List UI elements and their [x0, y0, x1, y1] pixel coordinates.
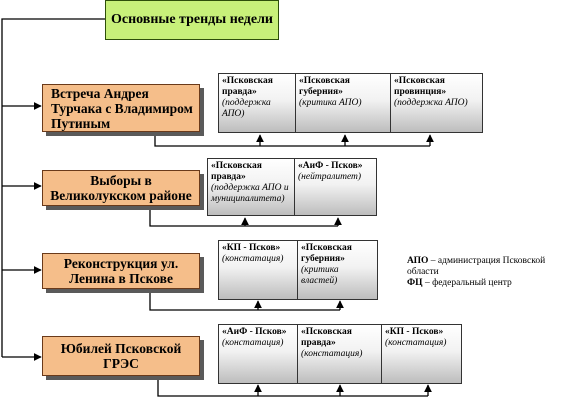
legend-abbr: АПО — [407, 256, 429, 266]
source-cell: «КП - Псков» (констатация) — [381, 325, 461, 383]
source-name: «АиФ - Псков» — [222, 327, 287, 337]
source-name: «КП - Псков» — [222, 243, 281, 253]
source-row-4: «АиФ - Псков» (констатация) «Псковская п… — [218, 324, 462, 384]
source-note: (поддержка АПО) — [222, 98, 271, 119]
legend-item: АПО – администрация Псковской области — [407, 256, 557, 278]
source-name: «Псковская правда» — [222, 76, 273, 97]
source-row-3: «КП - Псков» (констатация) «Псковская гу… — [218, 240, 378, 300]
source-cell: «Псковская губерния» (критика АПО) — [295, 74, 390, 132]
source-cell: «Псковская провинция» (поддержка АПО) — [390, 74, 482, 132]
source-note: (критика АПО) — [299, 98, 362, 108]
source-name: «АиФ - Псков» — [298, 161, 363, 171]
source-note: (констатация) — [385, 338, 447, 348]
source-name: «Псковская правда» — [211, 161, 262, 182]
source-name: «Псковская провинция» — [394, 76, 447, 97]
legend: АПО – администрация Псковской области ФЦ… — [407, 256, 557, 289]
source-row-2: «Псковская правда» (поддержка АПО и муни… — [207, 158, 377, 216]
topic-box-2: Выборы в Великолукском районе — [42, 170, 200, 206]
source-note: (поддержка АПО) — [394, 98, 468, 108]
source-cell: «КП - Псков» (констатация) — [219, 241, 297, 299]
source-name: «Псковская губерния» — [299, 76, 350, 97]
source-row-1: «Псковская правда» (поддержка АПО) «Пско… — [218, 73, 483, 133]
source-note: (нейтралитет) — [298, 172, 362, 182]
source-note: (поддержка АПО и муниципалитета) — [211, 183, 289, 204]
diagram-title: Основные тренды недели — [105, 0, 279, 40]
legend-abbr: ФЦ — [407, 278, 423, 288]
legend-text: – федеральный центр — [422, 278, 512, 288]
source-note: (критика властей) — [301, 265, 339, 286]
source-note: (констатация) — [222, 254, 284, 264]
source-name: «КП - Псков» — [385, 327, 444, 337]
source-note: (констатация) — [222, 338, 284, 348]
source-name: «Псковская губерния» — [301, 243, 352, 264]
source-note: (констатация) — [301, 349, 363, 359]
source-cell: «АиФ - Псков» (констатация) — [219, 325, 297, 383]
topic-box-1: Встреча Андрея Турчака с Владимиром Пути… — [42, 84, 200, 132]
topic-box-3: Реконструкция ул. Ленина в Пскове — [42, 253, 200, 289]
source-cell: «Псковская правда» (поддержка АПО и муни… — [208, 159, 294, 215]
source-name: «Псковская правда» — [301, 327, 352, 348]
source-cell: «АиФ - Псков» (нейтралитет) — [294, 159, 376, 215]
source-cell: «Псковская правда» (поддержка АПО) — [219, 74, 295, 132]
topic-box-4: Юбилей Псковской ГРЭС — [42, 336, 200, 376]
source-cell: «Псковская правда» (констатация) — [297, 325, 381, 383]
legend-item: ФЦ – федеральный центр — [407, 278, 557, 289]
legend-text: – администрация Псковской области — [407, 256, 546, 277]
source-cell: «Псковская губерния» (критика властей) — [297, 241, 377, 299]
